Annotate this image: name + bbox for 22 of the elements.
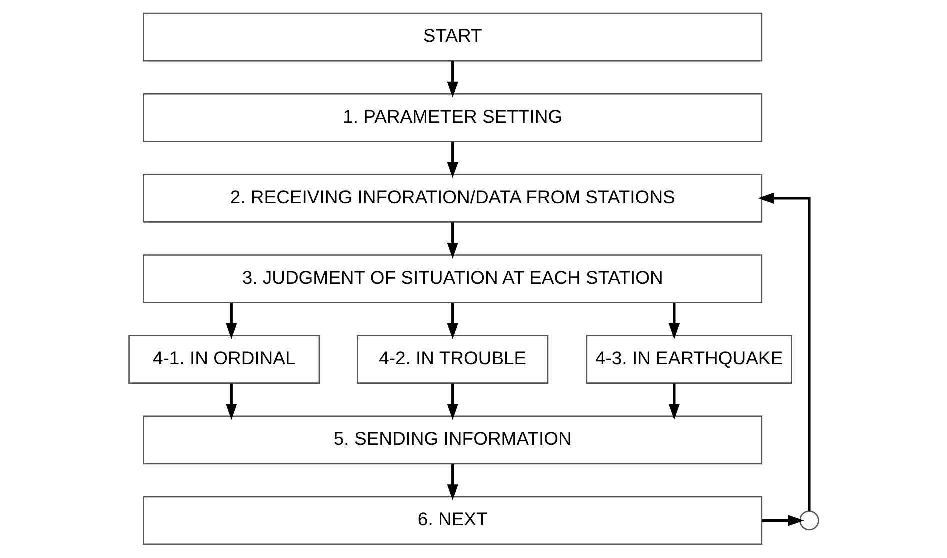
node-circle — [799, 510, 819, 531]
arrow — [668, 303, 680, 340]
arrow — [446, 61, 458, 98]
node-box: 6. NEXT — [142, 496, 762, 546]
arrow — [446, 464, 458, 501]
node-box: 5. SENDING INFORMATION — [142, 416, 762, 465]
arrow — [226, 303, 237, 340]
arrow — [758, 192, 810, 512]
node-box: 3. JUDGMENT OF SITUATION AT EACH STATION — [142, 254, 762, 304]
node-box: 2. RECEIVING INFORATION/DATA FROM STATIONS — [142, 174, 762, 223]
arrow — [446, 384, 458, 420]
node-box: START — [142, 12, 762, 62]
node-box: 4-3. IN EARTHQUAKE — [586, 335, 792, 384]
node-box: 4-1. IN ORDINAL — [128, 335, 320, 384]
node-box: 4-2. IN TROUBLE — [356, 335, 548, 384]
arrow — [668, 384, 680, 420]
node-box: 1. PARAMETER SETTING — [142, 93, 762, 142]
arrow — [226, 384, 237, 420]
arrow — [446, 303, 458, 340]
arrow — [446, 222, 458, 259]
arrow — [762, 515, 804, 526]
arrow — [446, 142, 458, 178]
